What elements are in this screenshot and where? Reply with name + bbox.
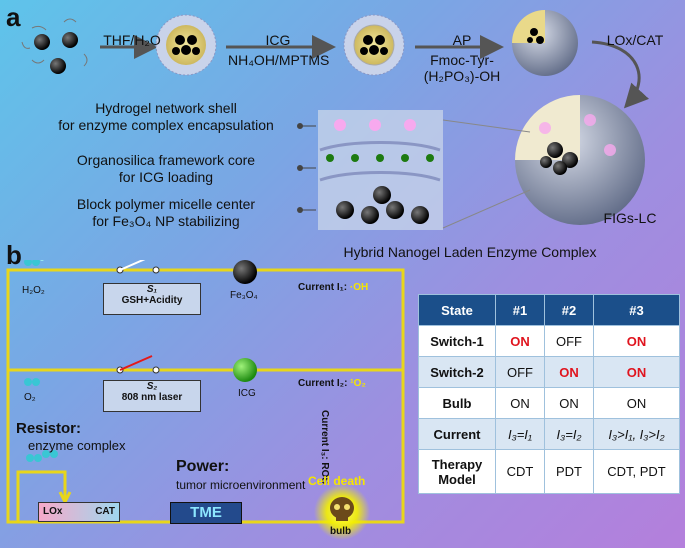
description-micelle-center: Block polymer micelle center for Fe₃O₄ N… (76, 196, 256, 229)
step-label-lox-cat: LOx/CAT (606, 32, 664, 48)
table-cell: I₃>I₁, I₃>I₂ (593, 418, 680, 450)
resistor-desc: enzyme complex (28, 438, 126, 453)
table-row: Bulb ON ON ON (418, 387, 680, 419)
description-hydrogel-shell: Hydrogel network shell for enzyme comple… (58, 100, 274, 133)
nanogel-structure-zoom (318, 110, 531, 230)
switch-1-icon (116, 260, 160, 274)
table-cell: ON (544, 387, 594, 419)
fe3o4-ball-icon (233, 260, 257, 284)
table-header-cell: #1 (495, 294, 545, 326)
micelle-icon (155, 14, 217, 76)
table-cell: OFF (495, 356, 545, 388)
fe3o4-label: Fe₃O₄ (230, 290, 258, 301)
resistor-title: Resistor: (16, 420, 82, 437)
step-label-nh4oh-mptms: NH₄OH/MPTMS (228, 52, 330, 68)
table-row: Switch-2 OFF ON ON (418, 356, 680, 388)
table-row: Switch-1 ON OFF ON (418, 325, 680, 357)
panel-b-label: b (6, 240, 22, 270)
switch-2-box[interactable]: S₂ 808 nm laser (103, 380, 201, 412)
row-label-current: Current (418, 418, 496, 450)
switch-1-name: S₁ (146, 284, 158, 295)
row-label-switch-1: Switch-1 (418, 325, 496, 357)
table-cell: CDT (495, 449, 545, 494)
table-cell: ON (495, 325, 545, 357)
table-cell: I₃=I₁ (495, 418, 545, 450)
switch-2-icon (116, 355, 160, 374)
row-label-switch-2: Switch-2 (418, 356, 496, 388)
lox-cat-resistor: LOx CAT (38, 502, 120, 522)
figs-lc-label: FIGs-LC (603, 210, 657, 226)
table-cell: ON (593, 387, 680, 419)
fe3o4-nanoparticles-icon (21, 18, 88, 74)
table-header-row: State #1 #2 #3 (418, 294, 680, 326)
o2-label: O₂ (24, 392, 36, 403)
panel-a-caption: Hybrid Nanogel Laden Enzyme Complex (343, 244, 597, 260)
table-cell: CDT, PDT (593, 449, 680, 494)
cell-death-label: Cell death (308, 474, 366, 488)
figs-lc-nanogel-icon (515, 95, 645, 225)
table-header-cell: State (418, 294, 496, 326)
icg-label: ICG (238, 388, 256, 399)
panel-a-diagram (21, 10, 650, 230)
table-cell: PDT (544, 449, 594, 494)
switch-2-desc: 808 nm laser (121, 392, 183, 403)
h2o2-molecule-icon (24, 260, 44, 266)
state-table: State #1 #2 #3 Switch-1 ON OFF ON Switch… (418, 294, 680, 494)
switch-1-desc: GSH+Acidity (121, 295, 183, 306)
icg-ball-icon (233, 358, 257, 382)
table-cell: ON (593, 356, 680, 388)
row-label-bulb: Bulb (418, 387, 496, 419)
table-header-cell: #2 (544, 294, 594, 326)
step-label-ap: AP (452, 32, 472, 48)
description-organosilica-core: Organosilica framework core for ICG load… (76, 152, 256, 185)
current-2-label: Current I₂: ¹O₂ (298, 378, 366, 389)
row-label-therapy-model: Therapy Model (418, 449, 496, 494)
tme-label: TME (190, 504, 222, 521)
power-title: Power: (176, 458, 230, 475)
table-cell: ON (544, 356, 594, 388)
step-label-fmoc-tyr: Fmoc-Tyr- (430, 52, 494, 68)
skull-bulb-icon (330, 497, 354, 521)
table-header-cell: #3 (593, 294, 680, 326)
table-cell: OFF (544, 325, 594, 357)
table-row: Current I₃=I₁ I₃=I₂ I₃>I₁, I₃>I₂ (418, 418, 680, 450)
step-label-h2po3-oh: (H₂PO₃)-OH (423, 68, 501, 84)
table-cell: ON (495, 387, 545, 419)
current-3-label: Current I₃: ROS (319, 410, 330, 485)
o2-molecule-icon (24, 378, 40, 386)
step-label-thf-water: THF/H₂O (103, 32, 161, 48)
enzyme-complex-molecule-icon (26, 450, 58, 462)
power-desc: tumor microenvironment (176, 478, 306, 492)
current-1-label: Current I₁: ·OH (298, 282, 369, 293)
switch-1-box[interactable]: S₁ GSH+Acidity (103, 283, 201, 315)
step-label-icg: ICG (265, 32, 291, 48)
switch-2-name: S₂ (146, 381, 158, 392)
cat-label: CAT (95, 506, 115, 517)
h2o2-label: H₂O₂ (22, 285, 45, 296)
lox-label: LOx (43, 506, 63, 517)
hydrogel-shell-nanoparticle-icon (512, 10, 578, 76)
panel-a-label: a (6, 2, 21, 32)
bulb-label: bulb (330, 526, 352, 537)
table-cell: I₃=I₂ (544, 418, 594, 450)
table-cell: ON (593, 325, 680, 357)
organosilica-nanoparticle-icon (343, 14, 405, 76)
tme-power-source: TME (170, 502, 242, 524)
table-row: Therapy Model CDT PDT CDT, PDT (418, 449, 680, 494)
